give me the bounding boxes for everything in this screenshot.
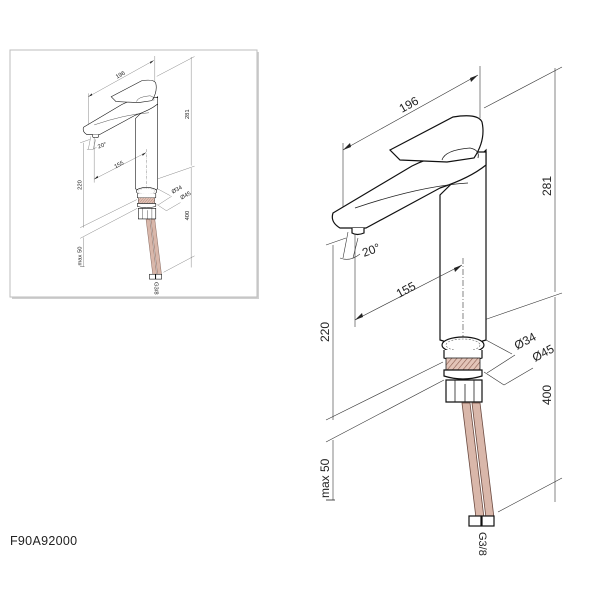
dim-max-50: max 50 <box>318 458 332 498</box>
thumbnail-preview: 196 281 20° 155 220 max 50 Ø34 Ø45 400 G… <box>9 49 259 299</box>
dim-196: 196 <box>397 94 422 116</box>
thumb-dim-196: 196 <box>115 71 126 81</box>
thumb-dim-d34: Ø34 <box>171 185 184 196</box>
dim-155: 155 <box>394 279 419 301</box>
thumb-dim-281: 281 <box>185 109 191 119</box>
dim-220: 220 <box>318 322 332 342</box>
dim-400: 400 <box>540 385 554 405</box>
thumb-dim-20-deg: 20° <box>97 142 107 151</box>
thumb-dim-155: 155 <box>114 160 125 170</box>
dim-g38: G3/8 <box>476 532 488 556</box>
thumb-dim-max-50: max 50 <box>78 246 84 265</box>
thumb-dim-d45: Ø45 <box>180 191 193 201</box>
thumb-dim-400: 400 <box>185 211 191 221</box>
thumb-dim-g38: G3/8 <box>152 282 158 295</box>
dim-281: 281 <box>540 176 554 196</box>
dim-20-deg: 20° <box>360 240 382 259</box>
product-code: F90A92000 <box>10 534 78 548</box>
thumb-dim-220: 220 <box>78 180 84 190</box>
dim-d45: Ø45 <box>530 341 557 364</box>
main-drawing: 196 281 20° 155 220 max 50 Ø34 Ø45 400 G… <box>318 65 563 556</box>
